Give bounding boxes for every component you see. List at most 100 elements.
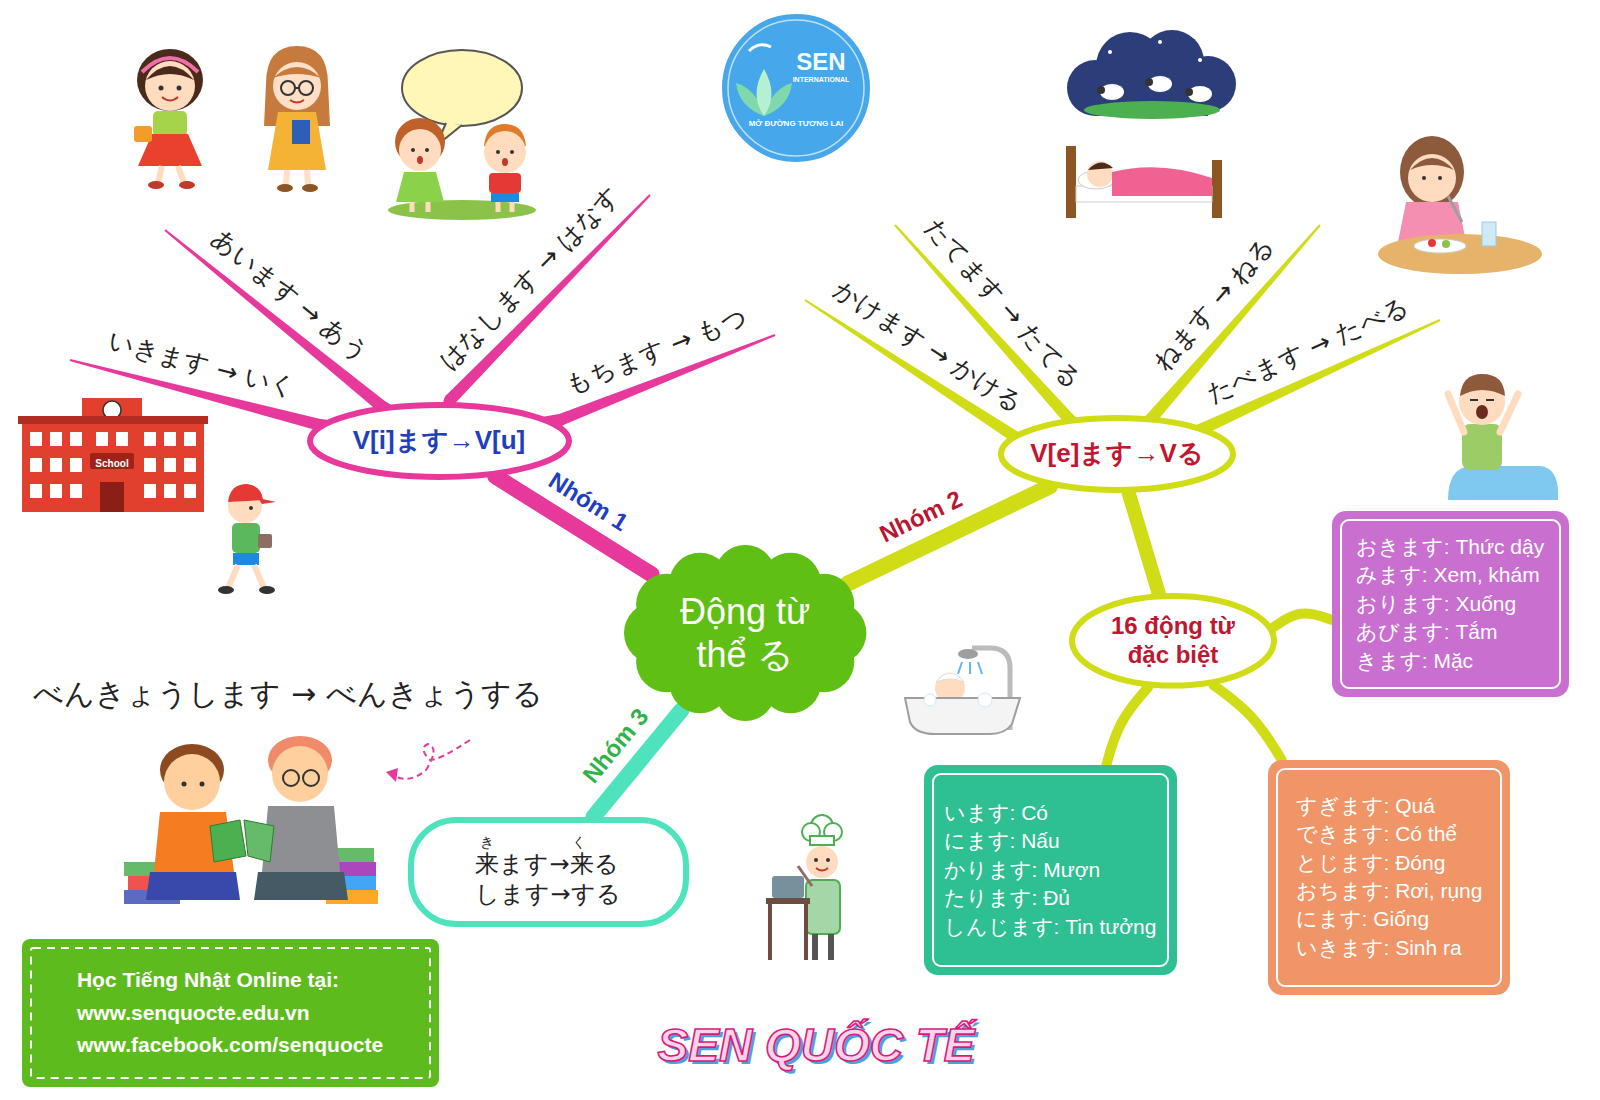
badge-text: SEN	[796, 48, 845, 77]
central-cloud: Động từ thể る	[622, 543, 868, 723]
talking-children	[496, 202, 501, 212]
sleeping-child	[1112, 167, 1212, 196]
girl-figure	[145, 61, 195, 111]
sleeping-child	[1158, 40, 1162, 44]
eating-girl	[1422, 176, 1426, 180]
outline-shape	[1001, 418, 1233, 490]
talking-children	[496, 150, 500, 154]
girl-figure	[134, 126, 152, 142]
dashed-pointer	[386, 768, 398, 782]
girl-figure	[134, 49, 203, 189]
chef-figure	[772, 876, 804, 898]
school-building	[70, 484, 82, 498]
verb-rule: します→する	[475, 879, 620, 909]
verb-entry: みます: Xem, khám	[1356, 561, 1540, 589]
eating-girl	[1428, 239, 1436, 247]
sleeping-child	[1145, 78, 1153, 86]
contact-line: Học Tiếng Nhật Online tại:	[77, 964, 339, 997]
chef-figure	[812, 934, 818, 960]
reading-boys	[254, 872, 348, 900]
central-cloud-outline	[622, 543, 868, 723]
walking-boy	[258, 534, 272, 548]
outline-shape	[310, 405, 569, 477]
walking-boy	[249, 506, 253, 510]
talking-children	[489, 173, 521, 193]
school-building	[184, 458, 196, 472]
cloud-shape	[641, 559, 848, 707]
outline-shape	[721, 13, 872, 164]
eating-girl	[1410, 158, 1454, 170]
sleeping-child	[1212, 160, 1222, 218]
walking-boy	[218, 586, 234, 594]
verb-entry: あびます: Tắm	[1356, 618, 1498, 646]
girl-figure	[142, 58, 198, 72]
school-building	[18, 416, 208, 424]
bathing-child	[905, 648, 1020, 734]
chef-figure	[806, 846, 838, 878]
eating-girl	[1482, 222, 1496, 246]
chef-figure	[766, 815, 842, 960]
label-holder: いきます → いく	[105, 327, 299, 405]
label-holder: SEN QUỐC TẾ	[658, 1018, 975, 1073]
verb-conversion: あいます → あう	[206, 223, 375, 368]
branch-connector	[1106, 687, 1148, 765]
school-building	[164, 458, 176, 472]
waking-boy	[1460, 374, 1505, 396]
sleeping-child	[1088, 162, 1113, 170]
girl-figure	[177, 86, 182, 91]
group-label: Nhóm 3	[577, 703, 655, 789]
school-building	[184, 432, 196, 446]
logo-badge: SENINTERNATIONALMỞ ĐƯỜNG TƯƠNG LAI	[719, 11, 873, 165]
edge-label-holder: Nhóm 1	[543, 466, 633, 537]
sleeping-child	[1087, 161, 1113, 187]
verb-entry: おります: Xuống	[1356, 590, 1516, 618]
school-building	[22, 424, 204, 512]
sleeping-child	[1185, 88, 1193, 96]
waking-boy	[1476, 405, 1488, 419]
cloud-shape	[624, 545, 866, 721]
verb-conversion: はなします → はなす	[434, 180, 626, 376]
school-building	[90, 453, 134, 469]
talking-children	[425, 148, 429, 152]
contact-line: www.facebook.com/senquocte	[77, 1029, 383, 1062]
school-building	[30, 432, 42, 446]
eating-girl	[1438, 176, 1442, 180]
central-title: Động từ thể る	[662, 590, 827, 676]
girl-with-book-figure	[292, 120, 310, 144]
school-building	[144, 458, 156, 472]
lotus-icon	[736, 45, 792, 116]
verb-entry: にます: Nấu	[944, 827, 1060, 855]
walking-boy	[232, 523, 260, 553]
bathing-child	[905, 698, 1020, 734]
verb-entry: できます: Có thể	[1296, 820, 1458, 848]
eating-girl	[1378, 234, 1542, 274]
girl-with-book-figure	[299, 81, 313, 95]
reading-boys	[244, 820, 274, 862]
girl-figure	[148, 181, 164, 189]
reading-boys	[124, 736, 378, 904]
school-building	[164, 432, 176, 446]
chef-figure	[806, 880, 840, 934]
reading-boys	[164, 754, 220, 810]
bathing-child	[958, 649, 978, 659]
verb-list-box: います: Cóにます: Nấuかります: Mượnたります: Đủしんじます: …	[924, 765, 1177, 975]
outline-shape	[1332, 511, 1569, 697]
branch-connector	[1129, 493, 1159, 594]
verb-rule: く	[567, 835, 586, 849]
girl-with-book-figure	[307, 170, 308, 186]
verb-entry: います: Có	[944, 799, 1049, 827]
group-title: 16 động từ đặc biệt	[1098, 612, 1248, 670]
chef-figure	[810, 836, 834, 845]
girl-figure	[137, 49, 203, 111]
girl-with-book-figure	[273, 67, 321, 78]
verb-entry: とじます: Đóng	[1296, 849, 1446, 877]
bathing-child	[936, 673, 964, 682]
lotus-icon	[749, 45, 771, 51]
school-building	[70, 458, 82, 472]
chef-figure	[766, 898, 810, 904]
verb-entry: しんじます: Tin tưởng	[944, 913, 1157, 941]
verb-entry: にます: Giống	[1296, 905, 1430, 933]
sleeping-child	[1198, 58, 1202, 62]
eating-girl	[1378, 136, 1542, 274]
